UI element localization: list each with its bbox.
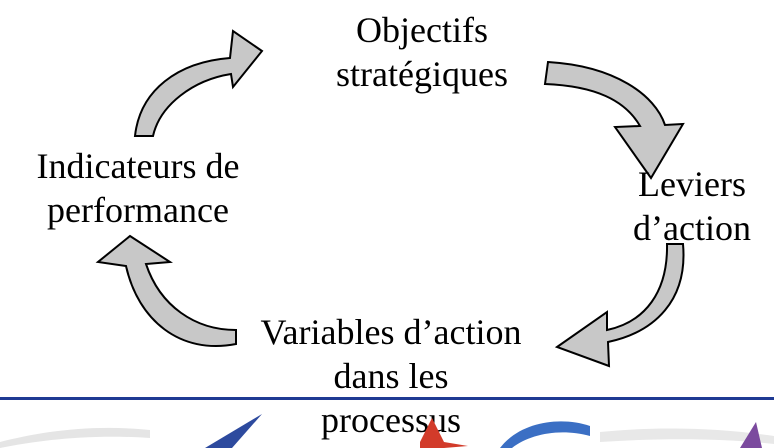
decor-purple-mark bbox=[740, 422, 762, 448]
footer-decoration bbox=[0, 414, 774, 448]
arrow-indicateurs-to-objectifs bbox=[133, 29, 264, 137]
decor-blue-wave bbox=[500, 421, 590, 448]
node-indicateurs-line-2: performance bbox=[47, 190, 229, 230]
node-variables-line-1: Variables d’action bbox=[260, 312, 522, 352]
footer-rule bbox=[0, 397, 774, 400]
decor-red-star bbox=[420, 418, 468, 448]
node-variables: Variables d’action dans les processus bbox=[226, 310, 556, 442]
decor-blue-fin bbox=[205, 414, 262, 448]
node-objectifs-line-2: stratégiques bbox=[336, 54, 508, 94]
node-variables-line-2: dans les bbox=[333, 356, 449, 396]
decor-swoosh-left bbox=[0, 427, 150, 448]
node-objectifs: Objectifs stratégiques bbox=[302, 8, 542, 96]
node-indicateurs: Indicateurs de performance bbox=[0, 144, 276, 232]
node-objectifs-line-1: Objectifs bbox=[356, 10, 488, 50]
node-leviers: Leviers d’action bbox=[610, 162, 774, 250]
arrow-objectifs-to-leviers bbox=[543, 60, 685, 180]
node-leviers-line-2: d’action bbox=[633, 208, 751, 248]
node-indicateurs-line-1: Indicateurs de bbox=[36, 146, 240, 186]
decor-swoosh-right bbox=[600, 428, 774, 444]
arrow-variables-to-indicateurs bbox=[95, 234, 237, 347]
node-leviers-line-1: Leviers bbox=[638, 164, 746, 204]
arrow-leviers-to-variables bbox=[554, 243, 685, 368]
